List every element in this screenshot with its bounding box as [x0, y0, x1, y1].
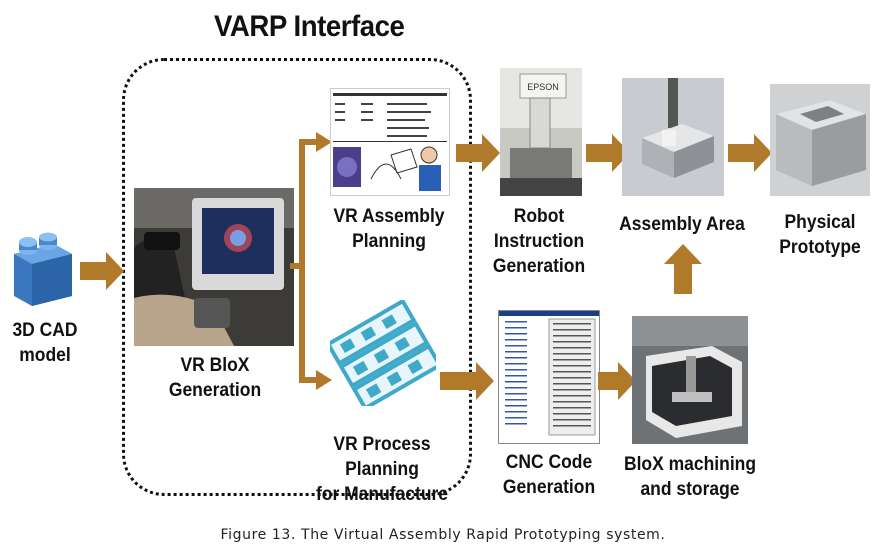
- branch-connector: [290, 132, 332, 390]
- vr-assembly-label: VR Assembly Planning: [333, 206, 445, 252]
- blox-machining-photo: [632, 316, 748, 444]
- figure-caption: Figure 13. The Virtual Assembly Rapid Pr…: [220, 527, 666, 543]
- cnc-code-image: [498, 310, 600, 444]
- arrow-cad-to-blox: [80, 252, 124, 290]
- physical-prototype-label: Physical Prototype: [779, 212, 861, 258]
- arrow-robot-to-assembly-area: [586, 134, 630, 172]
- blox-machining-label: BloX machining and storage: [623, 454, 757, 500]
- vr-process-label: VR Process Planning for Manufacture: [315, 434, 449, 505]
- assembly-area-label: Assembly Area: [619, 214, 745, 235]
- arrow-machining-to-assembly-area: [664, 244, 702, 294]
- robot-photo: EPSON: [500, 68, 582, 196]
- cad-model-image: [8, 232, 78, 310]
- arrow-cnc-to-machining: [598, 362, 636, 400]
- arrow-assembly-to-robot: [456, 134, 500, 172]
- vr-assembly-image: [330, 88, 450, 196]
- assembly-area-photo: [622, 78, 724, 196]
- physical-prototype-photo: [770, 84, 870, 196]
- arrow-assembly-area-to-prototype: [728, 134, 772, 172]
- varp-interface-boundary: [122, 58, 472, 496]
- robot-label: Robot Instruction Generation: [492, 206, 586, 277]
- arrow-process-to-cnc: [440, 362, 494, 400]
- vr-process-image: [330, 300, 436, 406]
- vr-blox-photo: [134, 188, 294, 346]
- robot-brand-text: EPSON: [527, 82, 559, 92]
- cnc-label: CNC Code Generation: [502, 452, 596, 498]
- diagram-title: VARP Interface: [214, 10, 405, 43]
- cad-model-label: 3D CAD model: [12, 320, 78, 366]
- vr-blox-label: VR BloX Generation: [168, 355, 262, 401]
